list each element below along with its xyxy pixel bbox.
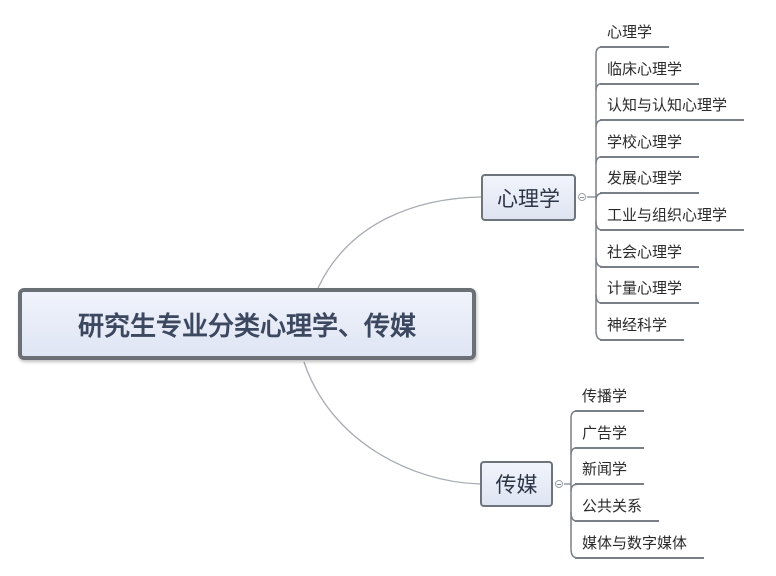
leaf-connector	[595, 192, 603, 201]
leaf-topic[interactable]: 心理学	[607, 23, 653, 41]
leaf-connector	[595, 119, 603, 128]
leaf-topic[interactable]: 临床心理学	[607, 59, 683, 78]
branch-topic-label: 传媒	[495, 473, 538, 497]
leaf-topic[interactable]: 媒体与数字媒体	[582, 533, 688, 552]
leaf-connector	[570, 446, 578, 455]
leaf-topic[interactable]: 传播学	[582, 387, 628, 405]
leaf-topic[interactable]: 社会心理学	[607, 242, 683, 261]
leaf-underline	[600, 82, 699, 85]
leaf-topic[interactable]: 学校心理学	[607, 132, 683, 151]
leaf-underline	[575, 410, 644, 412]
leaf-topic[interactable]: 发展心理学	[607, 169, 683, 188]
root-to-psych-curve	[317, 196, 482, 289]
collapse-media-icon[interactable]	[555, 480, 563, 488]
leaf-underline	[600, 192, 699, 195]
psych-bracket-lines	[587, 46, 603, 341]
branch-topic-psychology[interactable]: 心理学	[481, 174, 576, 221]
leaf-underline	[600, 119, 744, 122]
leaf-topic[interactable]: 神经科学	[607, 315, 668, 334]
leaf-connector	[570, 410, 578, 419]
branch-topic-media[interactable]: 传媒	[480, 461, 553, 507]
branch-topic-label: 心理学	[497, 186, 560, 211]
leaf-underline	[575, 446, 644, 449]
leaf-underline	[575, 520, 659, 523]
leaf-underline	[600, 265, 699, 268]
root-topic[interactable]: 研究生专业分类心理学、传媒	[18, 288, 476, 360]
leaf-connector	[570, 483, 578, 492]
leaf-underline	[575, 483, 644, 486]
root-to-media-curve	[303, 361, 481, 485]
leaf-topic[interactable]: 工业与组织心理学	[607, 206, 728, 224]
leaf-topic[interactable]: 计量心理学	[607, 279, 683, 298]
leaf-connector	[595, 82, 603, 91]
leaf-topic[interactable]: 认知与认知心理学	[607, 96, 728, 115]
leaf-underline	[600, 338, 684, 341]
leaf-underline	[600, 302, 699, 305]
leaf-underline	[600, 46, 669, 48]
collapse-psychology-icon[interactable]	[578, 193, 586, 201]
leaf-underline	[575, 556, 704, 559]
leaf-underline	[600, 229, 744, 231]
leaf-underline	[600, 155, 699, 158]
leaf-topic[interactable]: 新闻学	[582, 460, 628, 479]
root-topic-label: 研究生专业分类心理学、传媒	[77, 311, 416, 342]
leaf-connector	[595, 156, 603, 164]
leaf-topic[interactable]: 公共关系	[582, 497, 643, 516]
leaf-connector	[595, 46, 603, 55]
leaf-topic[interactable]: 广告学	[582, 423, 628, 442]
